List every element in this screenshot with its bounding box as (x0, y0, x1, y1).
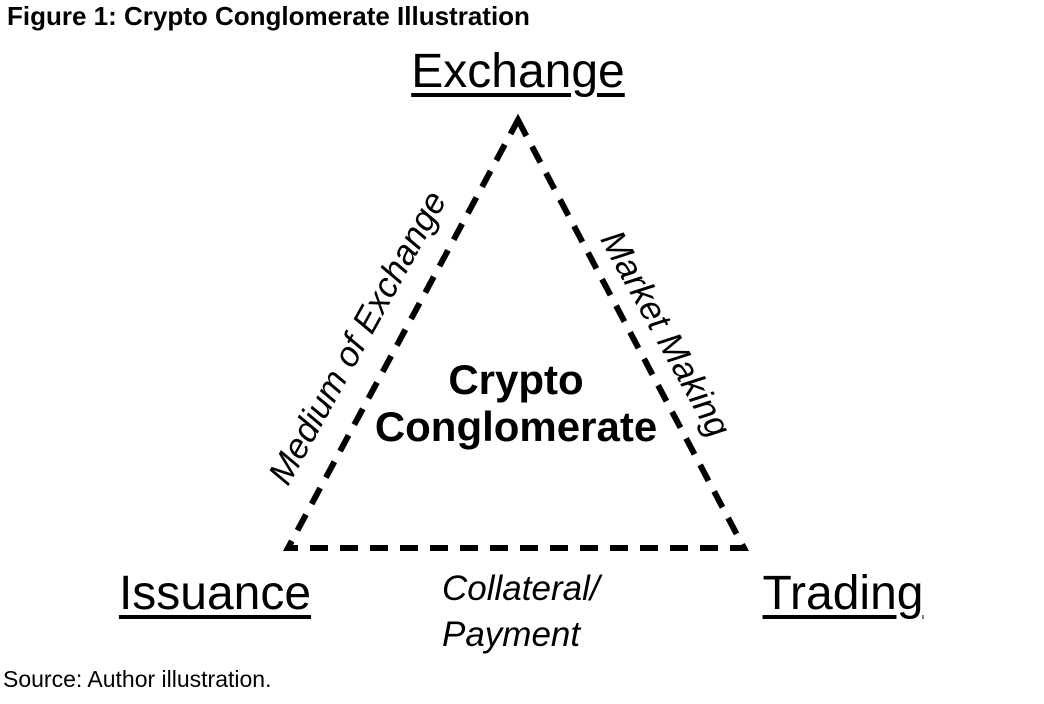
vertex-label-issuance: Issuance (118, 567, 312, 620)
vertex-label-trading: Trading (762, 567, 924, 620)
vertex-label-exchange: Exchange (411, 45, 625, 98)
edge-label-collateral-payment-line2: Payment (442, 615, 581, 654)
edge-label-collateral-payment: Collateral/ Payment (442, 566, 600, 658)
source-caption: Source: Author illustration. (3, 666, 272, 692)
figure-title: Figure 1: Crypto Conglomerate Illustrati… (7, 1, 530, 31)
center-label-line2: Conglomerate (374, 403, 658, 450)
edge-label-collateral-payment-line1: Collateral/ (442, 569, 600, 608)
center-label-crypto-conglomerate: Crypto Conglomerate (375, 356, 657, 450)
center-label-line1: Crypto (448, 356, 584, 403)
triangle-dashed-outline (282, 113, 749, 551)
